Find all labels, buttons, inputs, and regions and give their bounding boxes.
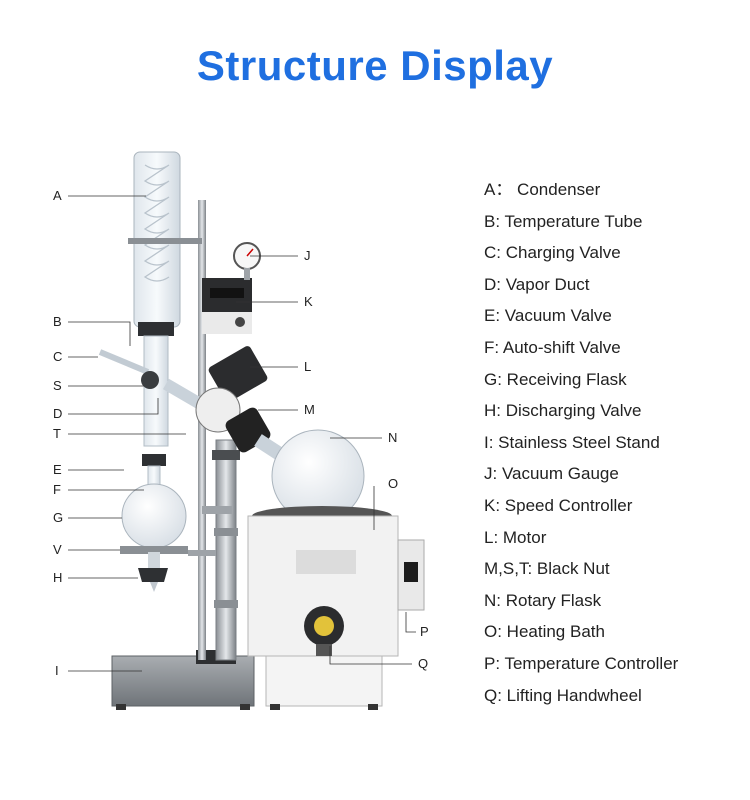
callout-P: P — [420, 624, 429, 639]
legend-item-lifting-handwheel: Q: Lifting Handwheel — [484, 685, 642, 705]
callout-Q: Q — [418, 656, 429, 671]
callout-H: H — [53, 570, 63, 585]
callout-K: K — [304, 294, 313, 309]
receiving-flask — [120, 454, 188, 592]
charging-valve — [98, 349, 159, 389]
callout-C: C — [53, 349, 63, 364]
callout-L: L — [304, 359, 312, 374]
legend-item-black-nut: M,S,T: Black Nut — [484, 559, 610, 579]
legend-item-stainless-steel-stand: I: Stainless Steel Stand — [484, 432, 660, 452]
callout-O: O — [388, 476, 399, 491]
legend-item-heating-bath: O: Heating Bath — [484, 622, 605, 642]
callout-N: N — [388, 430, 398, 445]
legend-item-temperature-tube: B: Temperature Tube — [484, 211, 643, 231]
parts-legend: A： Condenser B: Temperature Tube C: Char… — [484, 178, 678, 715]
speed-controller-box — [202, 242, 261, 334]
legend-item-discharging-valve: H: Discharging Valve — [484, 401, 642, 421]
legend-item-condenser: A： Condenser — [484, 180, 601, 199]
stainless-steel-stand — [198, 200, 240, 661]
legend-item-temperature-controller: P: Temperature Controller — [484, 653, 679, 673]
callout-V: V — [53, 542, 62, 557]
legend-item-rotary-flask: N: Rotary Flask — [484, 590, 602, 610]
stand-base — [111, 650, 255, 710]
legend-item-receiving-flask: G: Receiving Flask — [484, 369, 627, 389]
callout-F: F — [53, 482, 61, 497]
legend-item-vacuum-gauge: J: Vacuum Gauge — [484, 464, 619, 484]
rotary-flask — [254, 429, 365, 523]
callout-A: A — [53, 188, 62, 203]
legend-item-motor: L: Motor — [484, 527, 547, 547]
callout-J: J — [304, 248, 311, 263]
callout-D: D — [53, 406, 63, 421]
callout-T: T — [53, 426, 61, 441]
page-title: Structure Display — [196, 42, 554, 89]
legend-item-charging-valve: C: Charging Valve — [484, 243, 621, 263]
callout-I: I — [55, 663, 59, 678]
callout-S: S — [53, 378, 62, 393]
heating-bath — [247, 506, 425, 710]
legend-item-auto-shift-valve: F: Auto-shift Valve — [484, 337, 621, 357]
legend-item-vacuum-valve: E: Vacuum Valve — [484, 306, 612, 326]
callout-E: E — [53, 462, 62, 477]
legend-item-speed-controller: K: Speed Controller — [484, 495, 633, 515]
callout-M: M — [304, 402, 315, 417]
callout-G: G — [53, 510, 64, 525]
legend-item-vapor-duct: D: Vapor Duct — [484, 274, 590, 294]
leader-lines — [68, 195, 416, 672]
callout-B: B — [53, 314, 62, 329]
lifting-handwheel — [304, 606, 344, 656]
